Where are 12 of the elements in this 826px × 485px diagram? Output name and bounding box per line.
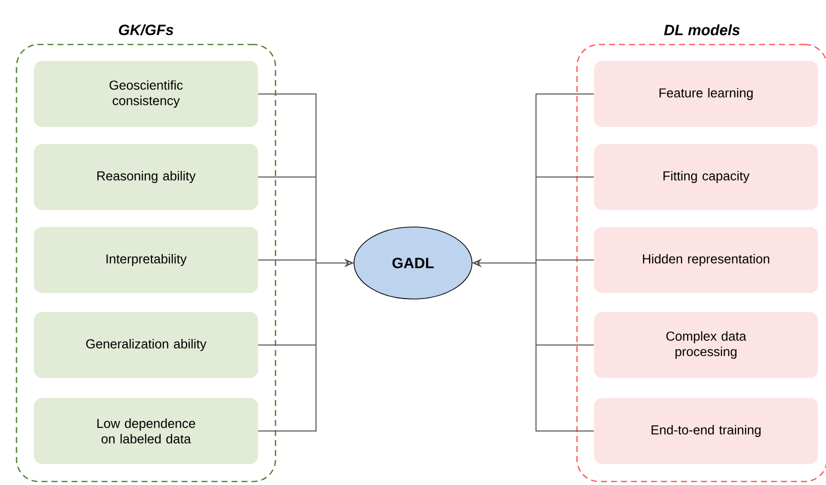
group-title: DL models (664, 24, 740, 36)
group-title: GK/GFs (118, 24, 174, 36)
feature-box: Generalization ability (34, 312, 258, 378)
feature-box: Low dependence on labeled data (34, 398, 258, 464)
feature-box: Interpretability (34, 227, 258, 293)
feature-box: Complex data processing (594, 312, 818, 378)
feature-box: Feature learning (594, 61, 818, 127)
feature-box: Hidden representation (594, 227, 818, 293)
feature-box: Reasoning ability (34, 144, 258, 210)
feature-box: Geoscientific consistency (34, 61, 258, 127)
feature-box: Fitting capacity (594, 144, 818, 210)
feature-box: End-to-end training (594, 398, 818, 464)
